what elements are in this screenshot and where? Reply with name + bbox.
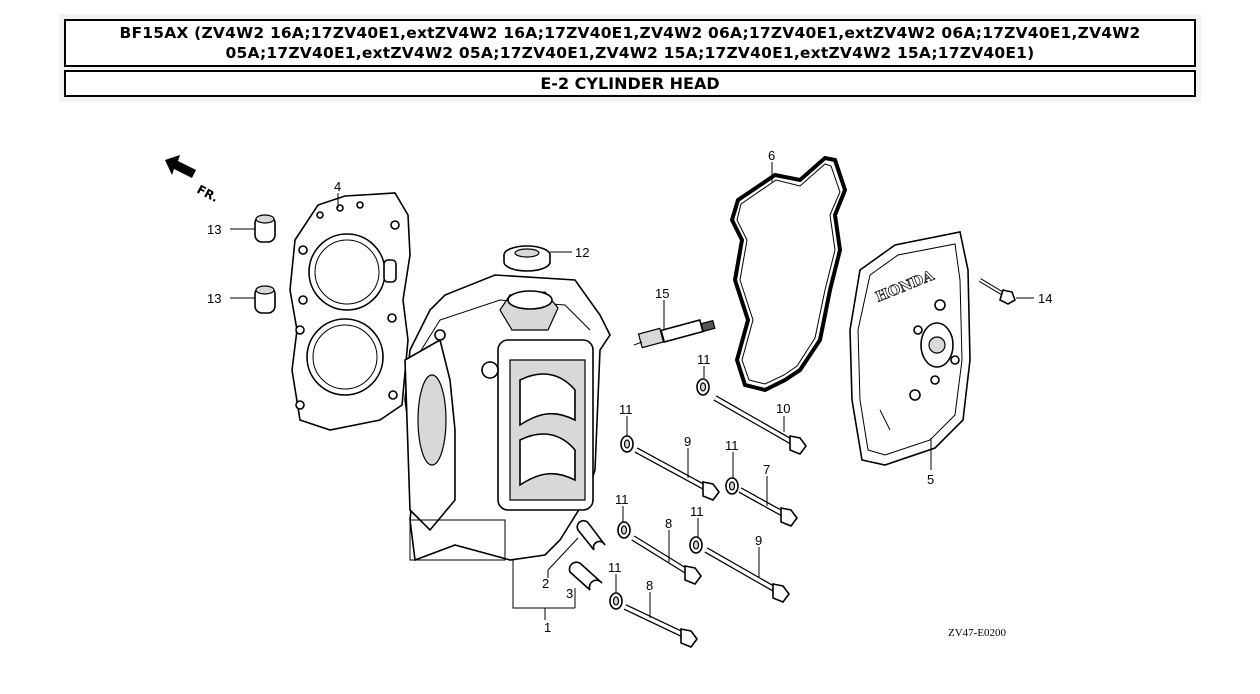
- drawing-code: ZV47-E0200: [948, 627, 1007, 639]
- bolt-7: [738, 487, 798, 527]
- callout-11-c: 11: [725, 438, 739, 453]
- washer-11-left-1: [620, 435, 634, 453]
- leader-lines: [230, 162, 1034, 620]
- callout-8-upper: 8: [665, 516, 672, 531]
- callout-1: 1: [544, 620, 551, 635]
- bolt-9-upper: [634, 447, 720, 501]
- head-gasket: [289, 192, 411, 431]
- bolt-10: [713, 395, 807, 455]
- callout-11-f: 11: [608, 560, 622, 575]
- front-direction-arrow: FR.: [165, 155, 221, 205]
- bolt-8-lower: [623, 604, 698, 648]
- callout-13-lower: 13: [207, 291, 221, 306]
- callout-9-upper: 9: [684, 434, 691, 449]
- callout-10: 10: [776, 401, 790, 416]
- callout-13-upper: 13: [207, 222, 221, 237]
- section-title: E-2 CYLINDER HEAD: [64, 70, 1196, 97]
- washer-11-lower: [689, 536, 703, 554]
- callout-14: 14: [1038, 291, 1052, 306]
- washer-11-top: [696, 378, 710, 396]
- cylinder-head: [404, 274, 611, 562]
- spark-plug: [633, 319, 716, 349]
- bolt-9-lower: [704, 547, 790, 603]
- pin-3: [568, 561, 603, 591]
- callout-11-e: 11: [690, 504, 704, 519]
- bolt-8-upper: [631, 535, 702, 585]
- head-cover: HONDA: [849, 231, 971, 466]
- callout-8-lower: 8: [646, 578, 653, 593]
- pin-2: [576, 519, 606, 551]
- callout-11-a: 11: [697, 352, 711, 367]
- callout-12: 12: [575, 245, 589, 260]
- callout-labels: 1 2 3 4 5 6 7 8 8 9 9 10 11 11 11 11 11 …: [207, 148, 1052, 635]
- callout-7: 7: [763, 462, 770, 477]
- washer-11-left-2: [617, 521, 631, 539]
- washer-11-mid: [725, 477, 739, 495]
- callout-2: 2: [542, 576, 549, 591]
- cover-gasket: [729, 155, 848, 393]
- oil-seal: [503, 245, 551, 272]
- callout-3: 3: [566, 586, 573, 601]
- callout-9-lower: 9: [755, 533, 762, 548]
- callout-4: 4: [334, 179, 341, 194]
- bolt-14: [978, 278, 1016, 305]
- dowel-pin-upper: [254, 214, 276, 243]
- callout-11-b: 11: [619, 402, 633, 417]
- washer-11-bottom: [609, 592, 623, 610]
- dowel-pin-lower: [254, 285, 276, 314]
- callout-11-d: 11: [615, 492, 629, 507]
- callout-6: 6: [768, 148, 775, 163]
- callout-5: 5: [927, 472, 934, 487]
- model-title: BF15AX (ZV4W2 16A;17ZV40E1,extZV4W2 16A;…: [64, 19, 1196, 67]
- front-marker-label: FR.: [195, 182, 221, 205]
- callout-15: 15: [655, 286, 669, 301]
